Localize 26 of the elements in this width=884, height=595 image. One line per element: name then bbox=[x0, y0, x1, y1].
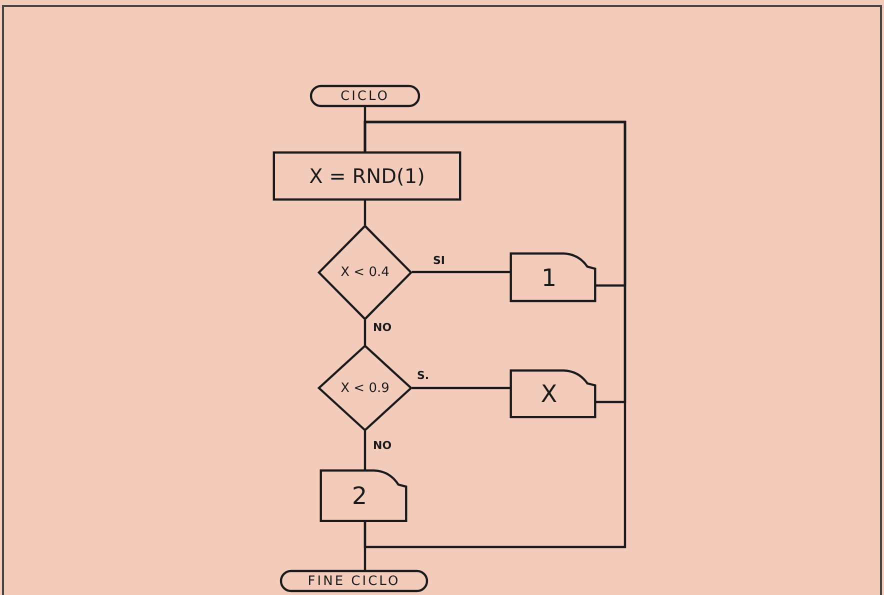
node-label: 2 bbox=[352, 484, 368, 508]
connector-line bbox=[364, 200, 366, 225]
terminal-box bbox=[310, 85, 420, 107]
node-label: X < 0.9 bbox=[340, 382, 390, 394]
node-label: X = RND(1) bbox=[309, 166, 425, 186]
edge-label: SI bbox=[432, 255, 446, 266]
edge-label: NO bbox=[372, 322, 393, 333]
edge-label: NO bbox=[372, 440, 393, 451]
connector-line bbox=[364, 431, 366, 470]
punched-card-box bbox=[510, 370, 596, 418]
connector-line bbox=[412, 270, 510, 274]
edge-label: S. bbox=[416, 370, 430, 381]
connector-line bbox=[364, 320, 366, 345]
node-label: 1 bbox=[541, 266, 558, 290]
punched-card-box bbox=[320, 470, 407, 522]
node-label: X bbox=[540, 382, 558, 406]
punched-card-box bbox=[510, 253, 596, 302]
terminal-box bbox=[280, 570, 428, 592]
node-label: FINE CICLO bbox=[308, 574, 400, 588]
decision-diamond bbox=[318, 225, 412, 320]
connector-line bbox=[364, 120, 626, 548]
node-label: X < 0.4 bbox=[340, 266, 390, 279]
connector-line bbox=[412, 386, 510, 390]
node-label: CICLO bbox=[340, 90, 390, 102]
decision-diamond bbox=[318, 345, 412, 431]
process-box bbox=[272, 152, 462, 200]
